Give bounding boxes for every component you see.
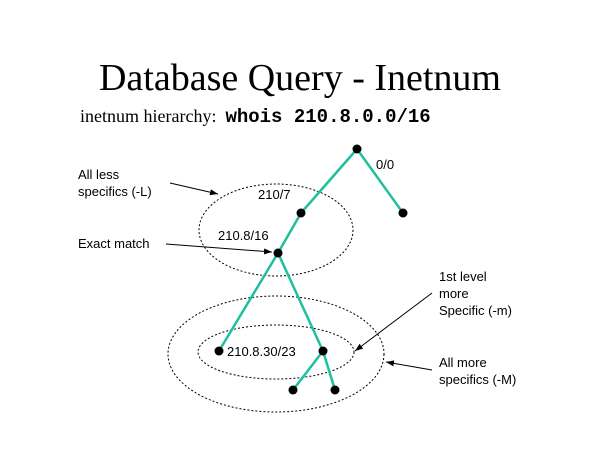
edge	[292, 350, 324, 391]
label-0-0: 0/0	[376, 157, 395, 172]
annotation-first-3: Specific (-m)	[439, 303, 512, 318]
slide-title: Database Query - Inetnum	[98, 57, 501, 99]
annotation-first-1: 1st level	[439, 269, 487, 284]
whois-command: whois 210.8.0.0/16	[225, 106, 431, 128]
all-more-ellipse	[167, 295, 385, 413]
edge	[276, 252, 325, 352]
node-210-8-30-23	[214, 346, 224, 356]
annotation-exact: Exact match	[78, 236, 150, 251]
edge	[355, 148, 405, 214]
annotation-less-2: specifics (-L)	[78, 184, 152, 199]
node	[330, 385, 340, 395]
arrow-first-level	[354, 292, 433, 352]
node	[318, 346, 328, 356]
arrow-exact	[165, 243, 273, 255]
subtitle: inetnum hierarchy: whois 210.8.0.0/16	[80, 106, 431, 128]
less-specifics-ellipse	[198, 183, 354, 277]
edge	[300, 148, 358, 214]
annotation-all-more-1: All more	[439, 355, 487, 370]
arrow-less	[169, 182, 219, 196]
annotation-all-more-2: specifics (-M)	[439, 372, 517, 387]
label-210-8-30-23: 210.8.30/23	[227, 344, 296, 359]
edge	[276, 212, 303, 254]
node	[288, 385, 298, 395]
node-root	[352, 144, 362, 154]
first-level-ellipse	[197, 324, 355, 380]
annotation-first-2: more	[439, 286, 469, 301]
label-210-8-16: 210.8/16	[218, 228, 269, 243]
edge	[321, 350, 337, 391]
edge	[217, 252, 280, 352]
subtitle-label: inetnum hierarchy:	[80, 106, 217, 126]
label-210-7: 210/7	[258, 187, 291, 202]
node-210-7	[296, 208, 306, 218]
node	[398, 208, 408, 218]
annotation-less-1: All less	[78, 167, 120, 182]
arrow-all-more	[385, 360, 433, 371]
node-exact	[273, 248, 283, 258]
